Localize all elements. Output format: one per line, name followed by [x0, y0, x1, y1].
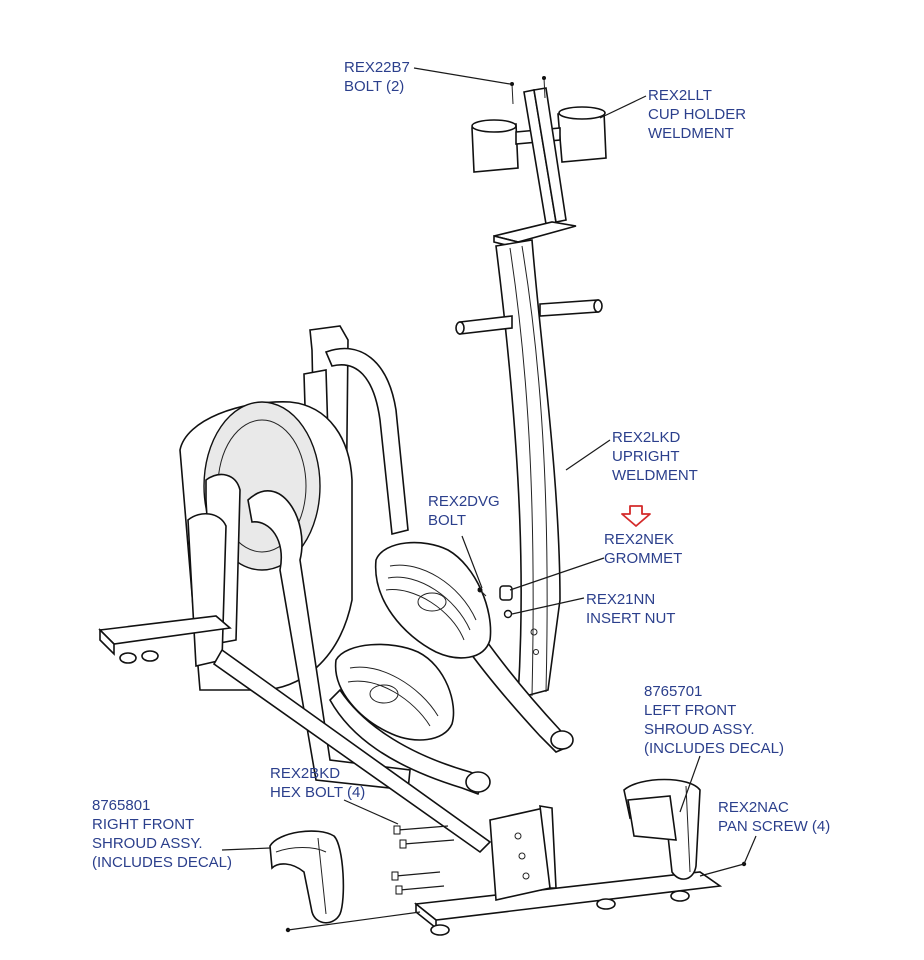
callout-8765801: 8765801 RIGHT FRONT SHROUD ASSY. (INCLUD… — [92, 796, 232, 872]
left-front-shroud — [623, 778, 701, 880]
pedal-right — [334, 643, 455, 741]
leader-lines — [221, 67, 757, 931]
rex2nek-grommet-part — [499, 585, 513, 601]
callout-8765701: 8765701 LEFT FRONT SHROUD ASSY. (INCLUDE… — [644, 682, 784, 758]
part-number: REX2LLT — [648, 87, 712, 104]
part-description: HEX BOLT (4) — [270, 784, 366, 801]
part-description: GROMMET — [604, 550, 683, 567]
pedal-left — [374, 541, 492, 659]
highlight-arrow-icon — [621, 505, 651, 527]
callout-rex2nac: REX2NAC PAN SCREW (4) — [718, 798, 830, 836]
part-description: WELDMENT — [648, 125, 734, 142]
rex21nn-insert-nut-part — [503, 609, 513, 619]
part-number: REX2DVG — [428, 493, 500, 510]
rex2dvg-bolt-part — [477, 587, 487, 597]
part-description: SHROUD ASSY. — [644, 721, 755, 738]
part-description: RIGHT FRONT — [92, 816, 195, 833]
callout-rex21nn: REX21NN INSERT NUT — [586, 590, 675, 628]
part-number: REX21NN — [586, 591, 656, 608]
callout-rex2nek: REX2NEK GROMMET — [604, 530, 682, 568]
elliptical-main-frame — [98, 325, 574, 854]
part-description: CUP HOLDER — [648, 106, 747, 123]
part-description: INSERT NUT — [586, 610, 676, 627]
rex2bkd-hex-bolts — [391, 825, 455, 895]
part-number: 8765801 — [92, 797, 151, 814]
rex22b7-bolts — [510, 76, 546, 105]
front-base-stabilizer — [413, 805, 723, 936]
cup-holder-weldment — [471, 87, 607, 250]
part-description: BOLT (2) — [344, 78, 405, 95]
callout-rex22b7: REX22B7 BOLT (2) — [344, 58, 410, 96]
callout-rex2dvg: REX2DVG BOLT — [428, 492, 500, 530]
part-number: REX2NAC — [718, 799, 789, 816]
part-number: REX2BKD — [270, 765, 341, 782]
right-front-shroud — [269, 830, 345, 924]
callout-rex2llt: REX2LLT CUP HOLDER WELDMENT — [648, 86, 746, 143]
part-description: SHROUD ASSY. — [92, 835, 203, 852]
part-description: WELDMENT — [612, 467, 698, 484]
part-description: (INCLUDES DECAL) — [644, 740, 785, 757]
part-description: UPRIGHT — [612, 448, 680, 465]
part-number: REX2LKD — [612, 429, 681, 446]
part-number: REX22B7 — [344, 59, 410, 76]
part-description: PAN SCREW (4) — [718, 818, 831, 835]
part-description: (INCLUDES DECAL) — [92, 854, 233, 871]
upright-weldment — [455, 239, 603, 700]
part-number: REX2NEK — [604, 531, 675, 548]
part-description: LEFT FRONT — [644, 702, 737, 719]
part-description: BOLT — [428, 512, 467, 529]
callout-rex2lkd: REX2LKD UPRIGHT WELDMENT — [612, 428, 698, 485]
part-number: 8765701 — [644, 683, 703, 700]
callout-rex2bkd: REX2BKD HEX BOLT (4) — [270, 764, 365, 802]
